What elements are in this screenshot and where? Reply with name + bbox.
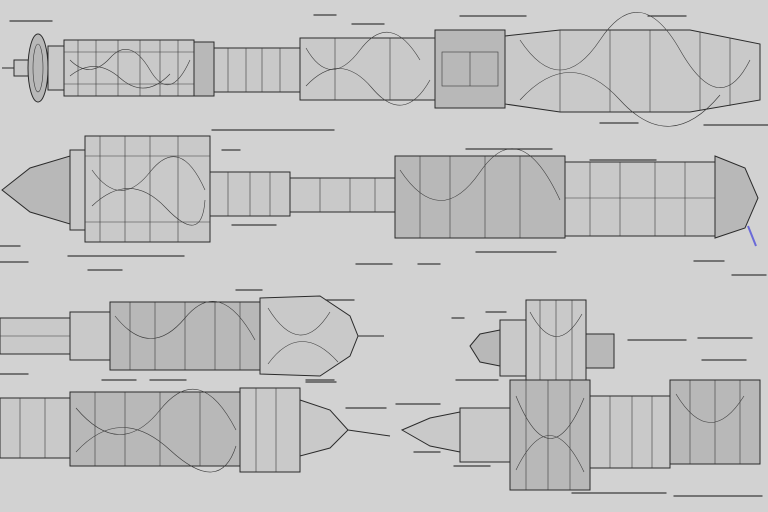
rocket-bottom-left [0,373,391,473]
rocket-third-left [0,289,384,381]
rocket-top [2,12,768,127]
rocket-second [0,129,767,276]
rocket-bottom-right [395,379,763,497]
